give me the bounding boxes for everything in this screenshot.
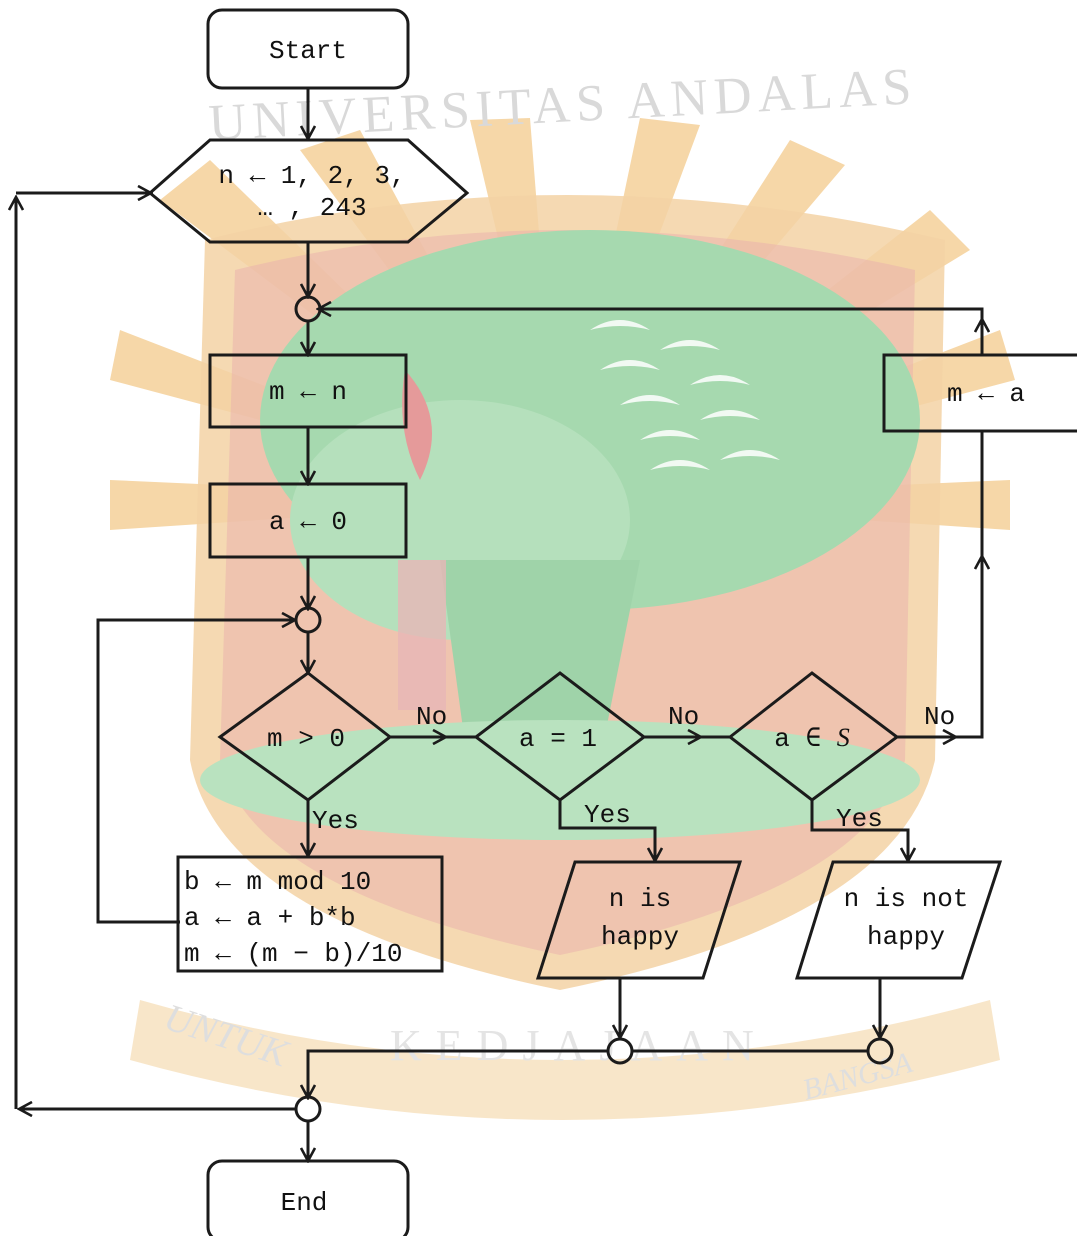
loop-n-line1: n ← 1, 2, 3, (218, 161, 405, 191)
label-yes-m: Yes (312, 806, 359, 836)
body-line1: b ← m mod 10 (184, 867, 371, 897)
body-line3: m ← (m − b)/10 (184, 939, 402, 969)
label-no-aS: No (924, 702, 955, 732)
label-yes-a1: Yes (584, 800, 631, 830)
body-line2: a ← a + b*b (184, 903, 356, 933)
nothappy-line2: happy (867, 922, 945, 952)
loop-n-line2: … , 243 (257, 193, 366, 223)
nothappy-line1: n is not (844, 884, 969, 914)
label-no-a1: No (668, 702, 699, 732)
happy-line2: happy (601, 922, 679, 952)
assign-m-label: m ← n (269, 377, 347, 407)
end-label: End (281, 1188, 328, 1218)
decision-a1-label: a = 1 (519, 724, 597, 754)
output-not-happy (797, 862, 1000, 978)
assign-a-label: a ← 0 (269, 507, 347, 537)
decision-aS-set: S (837, 723, 850, 752)
junction-end (296, 1097, 320, 1121)
label-yes-aS: Yes (836, 804, 883, 834)
decision-aS-prefix: a ∈ (774, 724, 836, 754)
label-no-m: No (416, 702, 447, 732)
watermark-bottom-middle: KEDJAJAAN (390, 1021, 768, 1070)
decision-aS-label: a ∈ S (774, 723, 849, 754)
assign-ma-label: m ← a (947, 379, 1025, 409)
happy-line1: n is (609, 884, 671, 914)
watermark-top-text: UNIVERSITAS ANDALAS (207, 58, 918, 152)
decision-m-label: m > 0 (267, 724, 345, 754)
start-label: Start (269, 36, 347, 66)
